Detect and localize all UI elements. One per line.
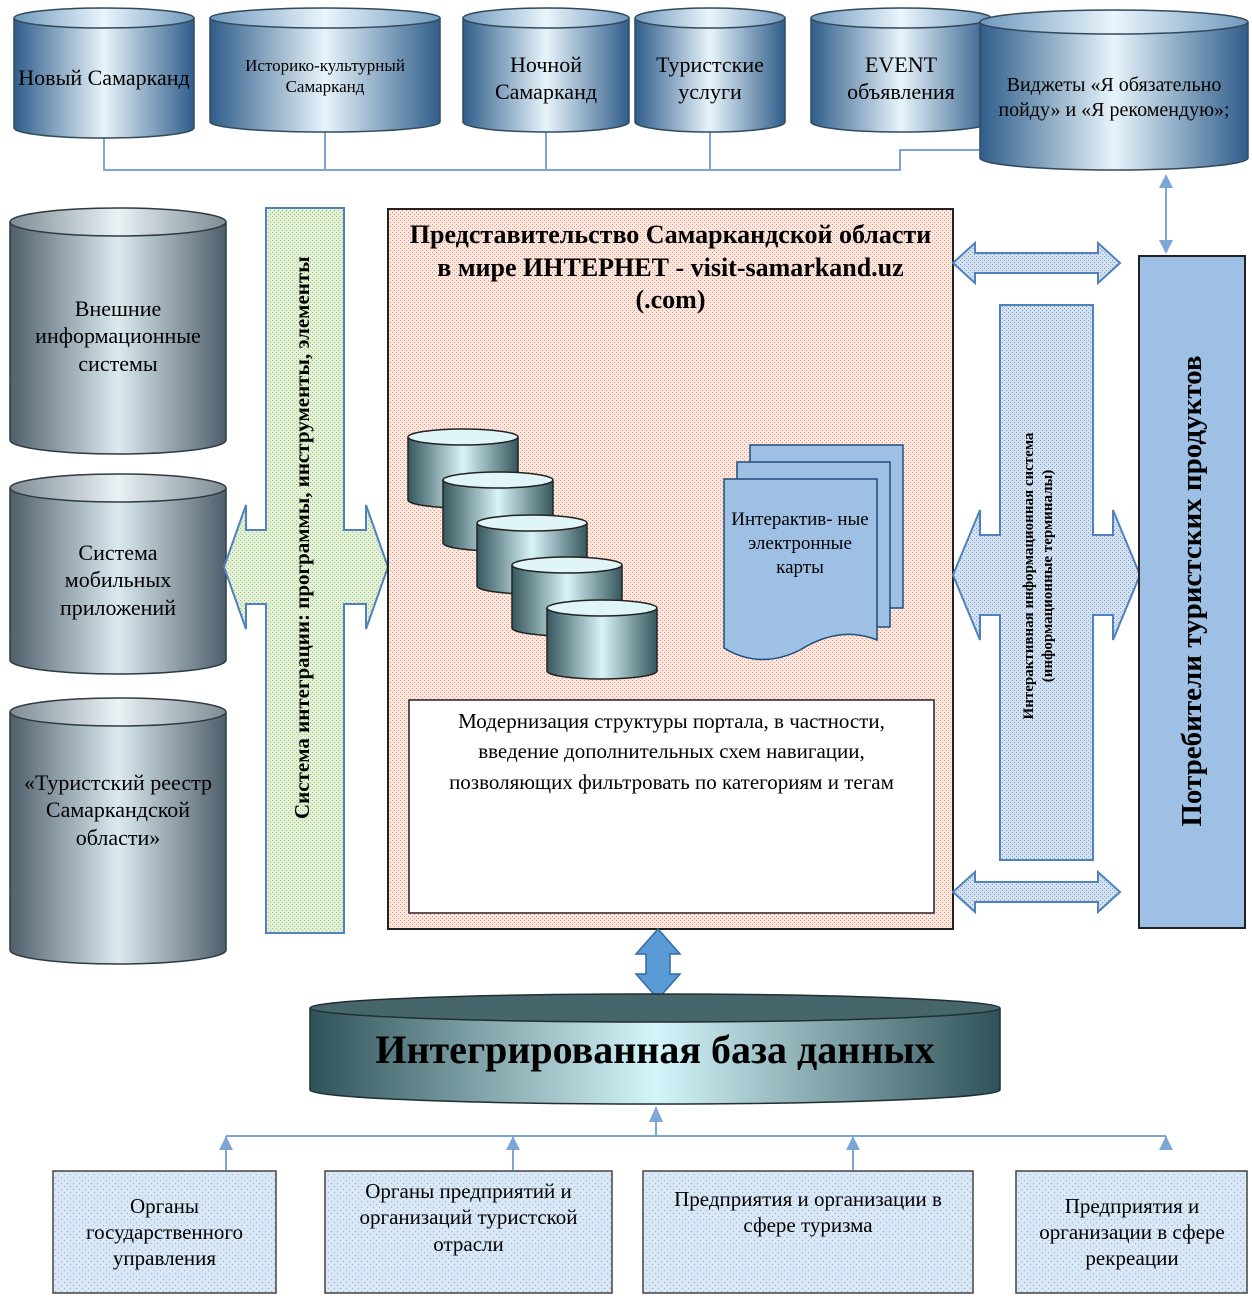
bottom-connector — [225, 1122, 1167, 1170]
top-db-label-1: Историко-культурный Самарканд — [245, 55, 405, 96]
maps-multidocument — [723, 444, 904, 661]
left-db-label-0: Внешние информационные системы — [35, 295, 201, 376]
top-db-event — [810, 7, 992, 133]
source-label-3: Предприятия и организации в сфере рекреа… — [1039, 1193, 1225, 1271]
portal-title: Представительство Самаркандской области … — [409, 220, 932, 315]
maps-label: Интерактив- ные электронные карты — [731, 509, 869, 578]
kiosk-line-1: Интерактивная информационная система — [1021, 432, 1037, 720]
left-db-reestr — [9, 697, 227, 965]
left-db-label-2: «Туристский реестр Самаркандской области… — [24, 769, 212, 850]
bottom-arrowheads — [219, 1106, 1173, 1150]
top-db-widgets — [979, 9, 1249, 171]
consumers-label: Потребители туристских продуктов — [1176, 355, 1208, 827]
portal-db-double-arrow — [634, 927, 682, 1001]
source-label-0: Органы государственного управления — [85, 1193, 244, 1271]
left-db-mobilnye — [9, 473, 227, 675]
portal-db-stack — [407, 428, 658, 680]
left-db-label-1: Система мобильных приложений — [60, 539, 176, 620]
top-db-istoriko-kulturnyi — [209, 7, 441, 133]
kiosk-cross-arrow — [951, 304, 1142, 861]
double-arrow-upper — [951, 240, 1122, 286]
integrated-db-label: Интегрированная база данных — [375, 1027, 935, 1072]
top-db-label-0: Новый Самарканд — [18, 65, 190, 91]
top-db-label-5: Виджеты «Я обязательно пойду» и «Я реком… — [998, 74, 1230, 121]
double-arrow-lower — [951, 869, 1122, 915]
top-db-label-2: Ночной Самарканд — [494, 51, 598, 105]
left-db-vneshnie — [9, 207, 227, 455]
kiosk-system-label: Интерактивная информационная система (ин… — [1020, 376, 1076, 776]
integration-system-label: Система интеграции: программы, инструмен… — [290, 256, 314, 819]
integrated-db — [309, 993, 1001, 1105]
source-box-1 — [52, 1170, 277, 1294]
source-label-1: Органы предприятий и организаций туристс… — [359, 1179, 578, 1256]
top-connector — [103, 132, 980, 171]
integration-cross-arrow — [222, 207, 390, 934]
top-db-label-4: EVENT объявления — [847, 51, 955, 105]
source-box-2 — [324, 1170, 613, 1294]
top-db-label-3: Туристские услуги — [656, 51, 764, 105]
modernization-text: Модернизация структуры портала, в частно… — [449, 709, 894, 794]
widgets-consumers-arrow — [1159, 174, 1173, 254]
source-box-3 — [642, 1170, 974, 1294]
kiosk-line-2: (информационные терминалы) — [1039, 469, 1056, 683]
consumers-box — [1138, 255, 1246, 929]
portal-db-5 — [546, 599, 658, 680]
modernization-box — [408, 699, 935, 914]
top-db-novyi-samarkand — [13, 7, 195, 139]
source-box-4 — [1015, 1170, 1248, 1294]
top-db-nochnoi-samarkand — [462, 7, 630, 133]
source-label-2: Предприятия и организации в сфере туризм… — [674, 1187, 942, 1238]
top-db-turistskie-uslugi — [634, 7, 786, 133]
